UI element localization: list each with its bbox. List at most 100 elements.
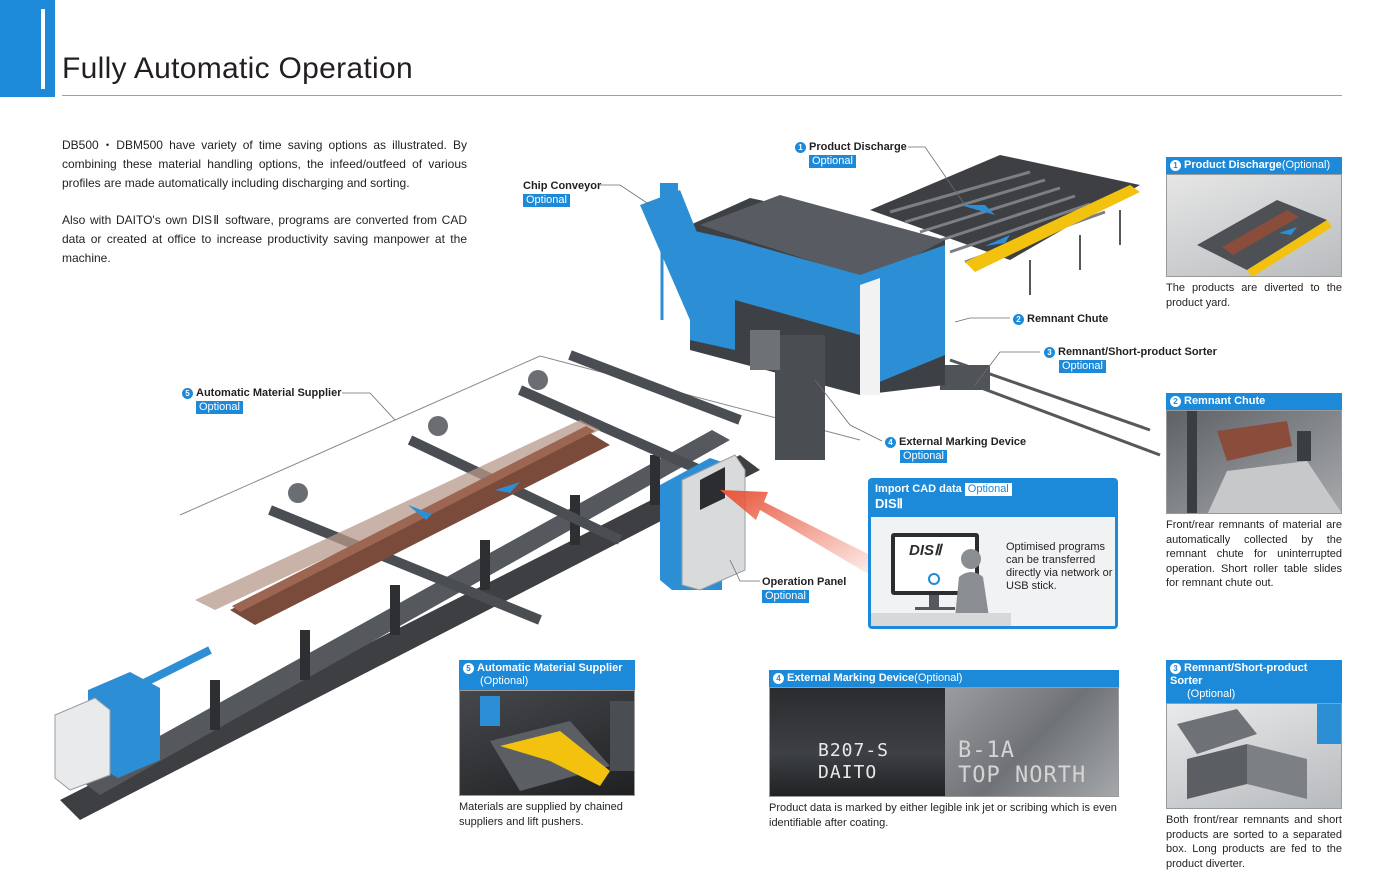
remnant-chute-photo: [1166, 410, 1342, 514]
optional-badge: Optional: [1059, 360, 1106, 373]
cad-software-name: DISⅡ: [875, 496, 904, 511]
panel-caption: Materials are supplied by chained suppli…: [459, 801, 623, 828]
product-discharge-photo: [1166, 174, 1342, 277]
material-beam-ghost: [195, 420, 600, 610]
monitor-logo: DISⅡ: [909, 542, 942, 559]
operation-panel-screen: [700, 467, 725, 510]
machine-side-panel-left: [735, 240, 860, 335]
panel-title: Product Discharge: [1184, 159, 1282, 171]
supplier-outline: [179, 355, 861, 516]
header-accent-bar: [0, 0, 55, 97]
callout-label: External Marking Device: [899, 436, 1027, 448]
panel-optional: (Optional): [480, 675, 529, 687]
end-unit-cylinder: [128, 646, 212, 694]
supplier-photo: [459, 690, 635, 796]
panel-title: Automatic Material Supplier: [477, 662, 623, 674]
page-title: Fully Automatic Operation: [62, 52, 413, 85]
drill-spindle: [750, 330, 780, 370]
panel-caption: Front/rear remnants of material are auto…: [1166, 519, 1342, 589]
ink-jet-sample: [770, 688, 945, 796]
panel-optional: (Optional): [914, 672, 963, 684]
remnant-chute-image: [1187, 411, 1341, 513]
callout-number: 1: [795, 142, 806, 153]
office-workstation-illustration: [871, 517, 1115, 626]
conveyor-rail: [80, 430, 730, 795]
scribe-mark-line-1: B-1A: [958, 738, 1015, 763]
panel-number: 3: [1170, 663, 1181, 674]
callout-number: 3: [1044, 347, 1055, 358]
panel-caption: The products are diverted to the product…: [1166, 282, 1342, 309]
material-beam-top: [232, 426, 595, 612]
optional-badge: Optional: [809, 155, 856, 168]
flow-arrow: [495, 482, 520, 493]
header-divider: [62, 95, 1342, 96]
optional-badge: Optional: [762, 590, 809, 603]
panel-optional: (Optional): [1281, 159, 1331, 171]
scribe-sample: [945, 688, 1118, 796]
callout-label: Remnant/Short-product Sorter: [1058, 346, 1217, 358]
sorter-photo: [1166, 703, 1342, 809]
material-beam: [230, 430, 610, 625]
conveyor-base: [60, 455, 760, 820]
panel-title: Remnant/Short-product Sorter: [1170, 662, 1308, 687]
panel-caption: Product data is marked by either legible…: [769, 802, 1117, 829]
flow-arrow: [985, 235, 1010, 246]
discharge-legs: [1029, 210, 1121, 295]
panel-number: 5: [463, 663, 474, 674]
end-unit-motor: [54, 697, 111, 791]
panel-number: 4: [773, 673, 784, 684]
callout-number: 5: [182, 388, 193, 399]
ink-jet-mark-line-1: B207-S: [818, 740, 890, 761]
optional-badge: Optional: [900, 450, 947, 463]
discharge-rail: [965, 185, 1140, 272]
panel-number: 1: [1170, 160, 1181, 171]
intro-paragraph-2: Also with DAITO's own DISⅡ software, pro…: [62, 213, 467, 265]
panel-number: 2: [1170, 396, 1181, 407]
callout-label: Automatic Material Supplier: [196, 387, 342, 399]
machine-top: [700, 195, 945, 280]
intro-paragraph-1: DB500・DBM500 have variety of time saving…: [62, 138, 467, 190]
flow-arrow: [408, 505, 432, 520]
operation-panel-console: [681, 454, 746, 591]
sorter-box: [940, 365, 990, 390]
cad-import-description: Optimised programs can be transferred di…: [1006, 541, 1113, 592]
cad-import-title: Import CAD data: [875, 483, 962, 495]
callout-chip-conveyor: Chip Conveyor Optional: [523, 180, 601, 207]
callout-leaders: [342, 146, 1040, 582]
callout-label: Remnant Chute: [1027, 313, 1109, 325]
product-discharge-image: [1197, 200, 1332, 276]
optional-badge: Optional: [523, 194, 570, 207]
flow-arrow: [960, 205, 995, 215]
callout-label: Chip Conveyor: [523, 180, 602, 192]
supplier-image: [480, 696, 634, 791]
callout-label: Operation Panel: [762, 576, 847, 588]
panel-title: Remnant Chute: [1184, 395, 1266, 407]
marking-photo: B207-S DAITO B-1A TOP NORTH: [769, 687, 1119, 797]
discharge-table: [870, 155, 1140, 260]
machine-side-panel-right: [860, 245, 945, 390]
machine-corner: [860, 278, 880, 395]
chip-conveyor: [640, 190, 720, 320]
callout-operation-panel: Operation Panel Optional: [762, 576, 846, 603]
callout-label: Product Discharge: [809, 141, 907, 153]
callout-number: 2: [1013, 314, 1024, 325]
optional-badge: Optional: [196, 401, 243, 414]
optional-badge: Optional: [964, 483, 1012, 496]
panel-optional: (Optional): [1187, 688, 1236, 700]
data-transfer-arrow: [720, 490, 870, 575]
scribe-mark-line-2: TOP NORTH: [958, 763, 1087, 788]
